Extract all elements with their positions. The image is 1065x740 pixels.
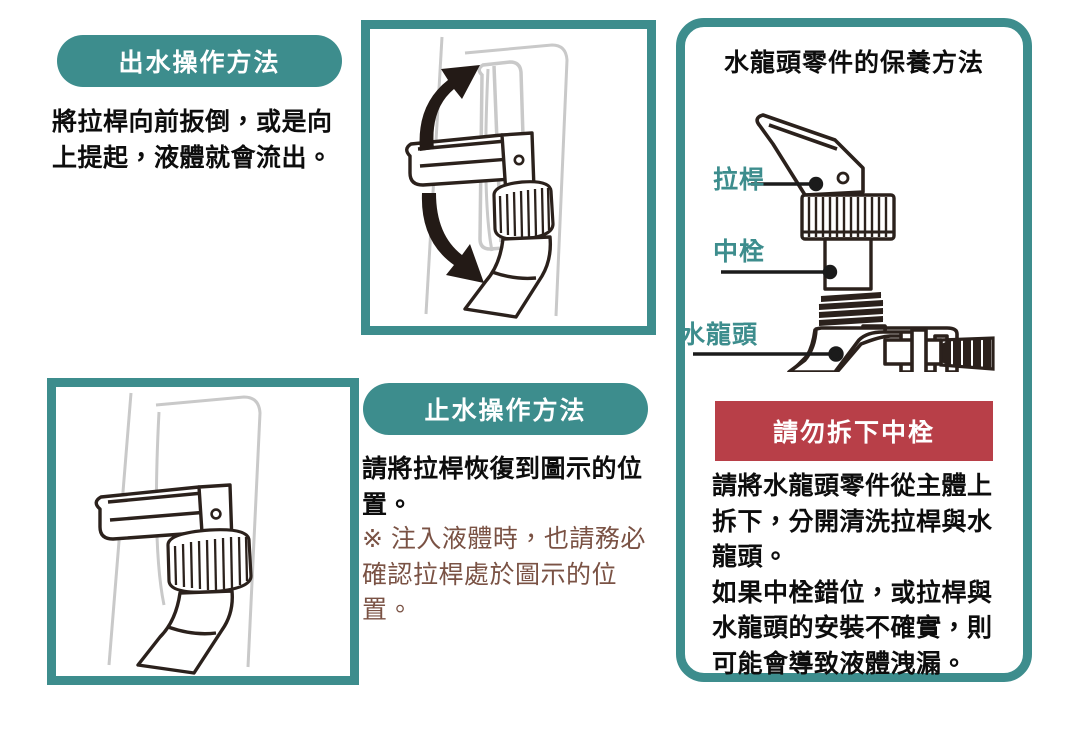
lever-screw-icon bbox=[836, 171, 850, 185]
warning-banner-label: 請勿拆下中栓 bbox=[772, 419, 935, 447]
faucet-lever-rotate-illustration bbox=[405, 36, 569, 319]
dispense-badge: 出水操作方法 bbox=[57, 35, 342, 87]
dispense-illustration-frame bbox=[361, 20, 656, 335]
callout-label-middle-plug: 中栓 bbox=[713, 238, 766, 266]
dispense-badge-label: 出水操作方法 bbox=[118, 49, 281, 77]
maintenance-title: 水龍頭零件的保養方法 bbox=[723, 49, 984, 77]
callout-leader-lines bbox=[693, 176, 844, 362]
dispense-body-text: 將拉桿向前扳倒，或是向上提起，液體就會流出。 bbox=[52, 108, 333, 172]
stop-badge: 止水操作方法 bbox=[363, 383, 648, 435]
stop-body-text: 請將拉桿恢復到圖示的位置。 bbox=[362, 455, 643, 519]
lever-screw-icon bbox=[513, 154, 525, 166]
stop-illustration-frame bbox=[47, 378, 359, 685]
callout-label-faucet-body: 水龍頭 bbox=[680, 321, 759, 349]
callout-label-lever: 拉桿 bbox=[713, 166, 766, 194]
faucet-exploded-diagram bbox=[685, 82, 1023, 372]
stop-badge-label: 止水操作方法 bbox=[424, 397, 587, 425]
faucet-lever-closed-illustration bbox=[94, 392, 262, 675]
lever-screw-icon bbox=[210, 508, 222, 520]
warning-banner: 請勿拆下中栓 bbox=[715, 401, 993, 461]
stop-note-text: ※ 注入液體時，也請務必確認拉桿處於圖示的位置。 bbox=[362, 525, 646, 624]
maintenance-panel: 水龍頭零件的保養方法 bbox=[676, 18, 1032, 682]
maintenance-body-text: 請將水龍頭零件從主體上拆下，分開清洗拉桿與水龍頭。 如果中栓錯位，或拉桿與水龍頭… bbox=[712, 472, 993, 678]
